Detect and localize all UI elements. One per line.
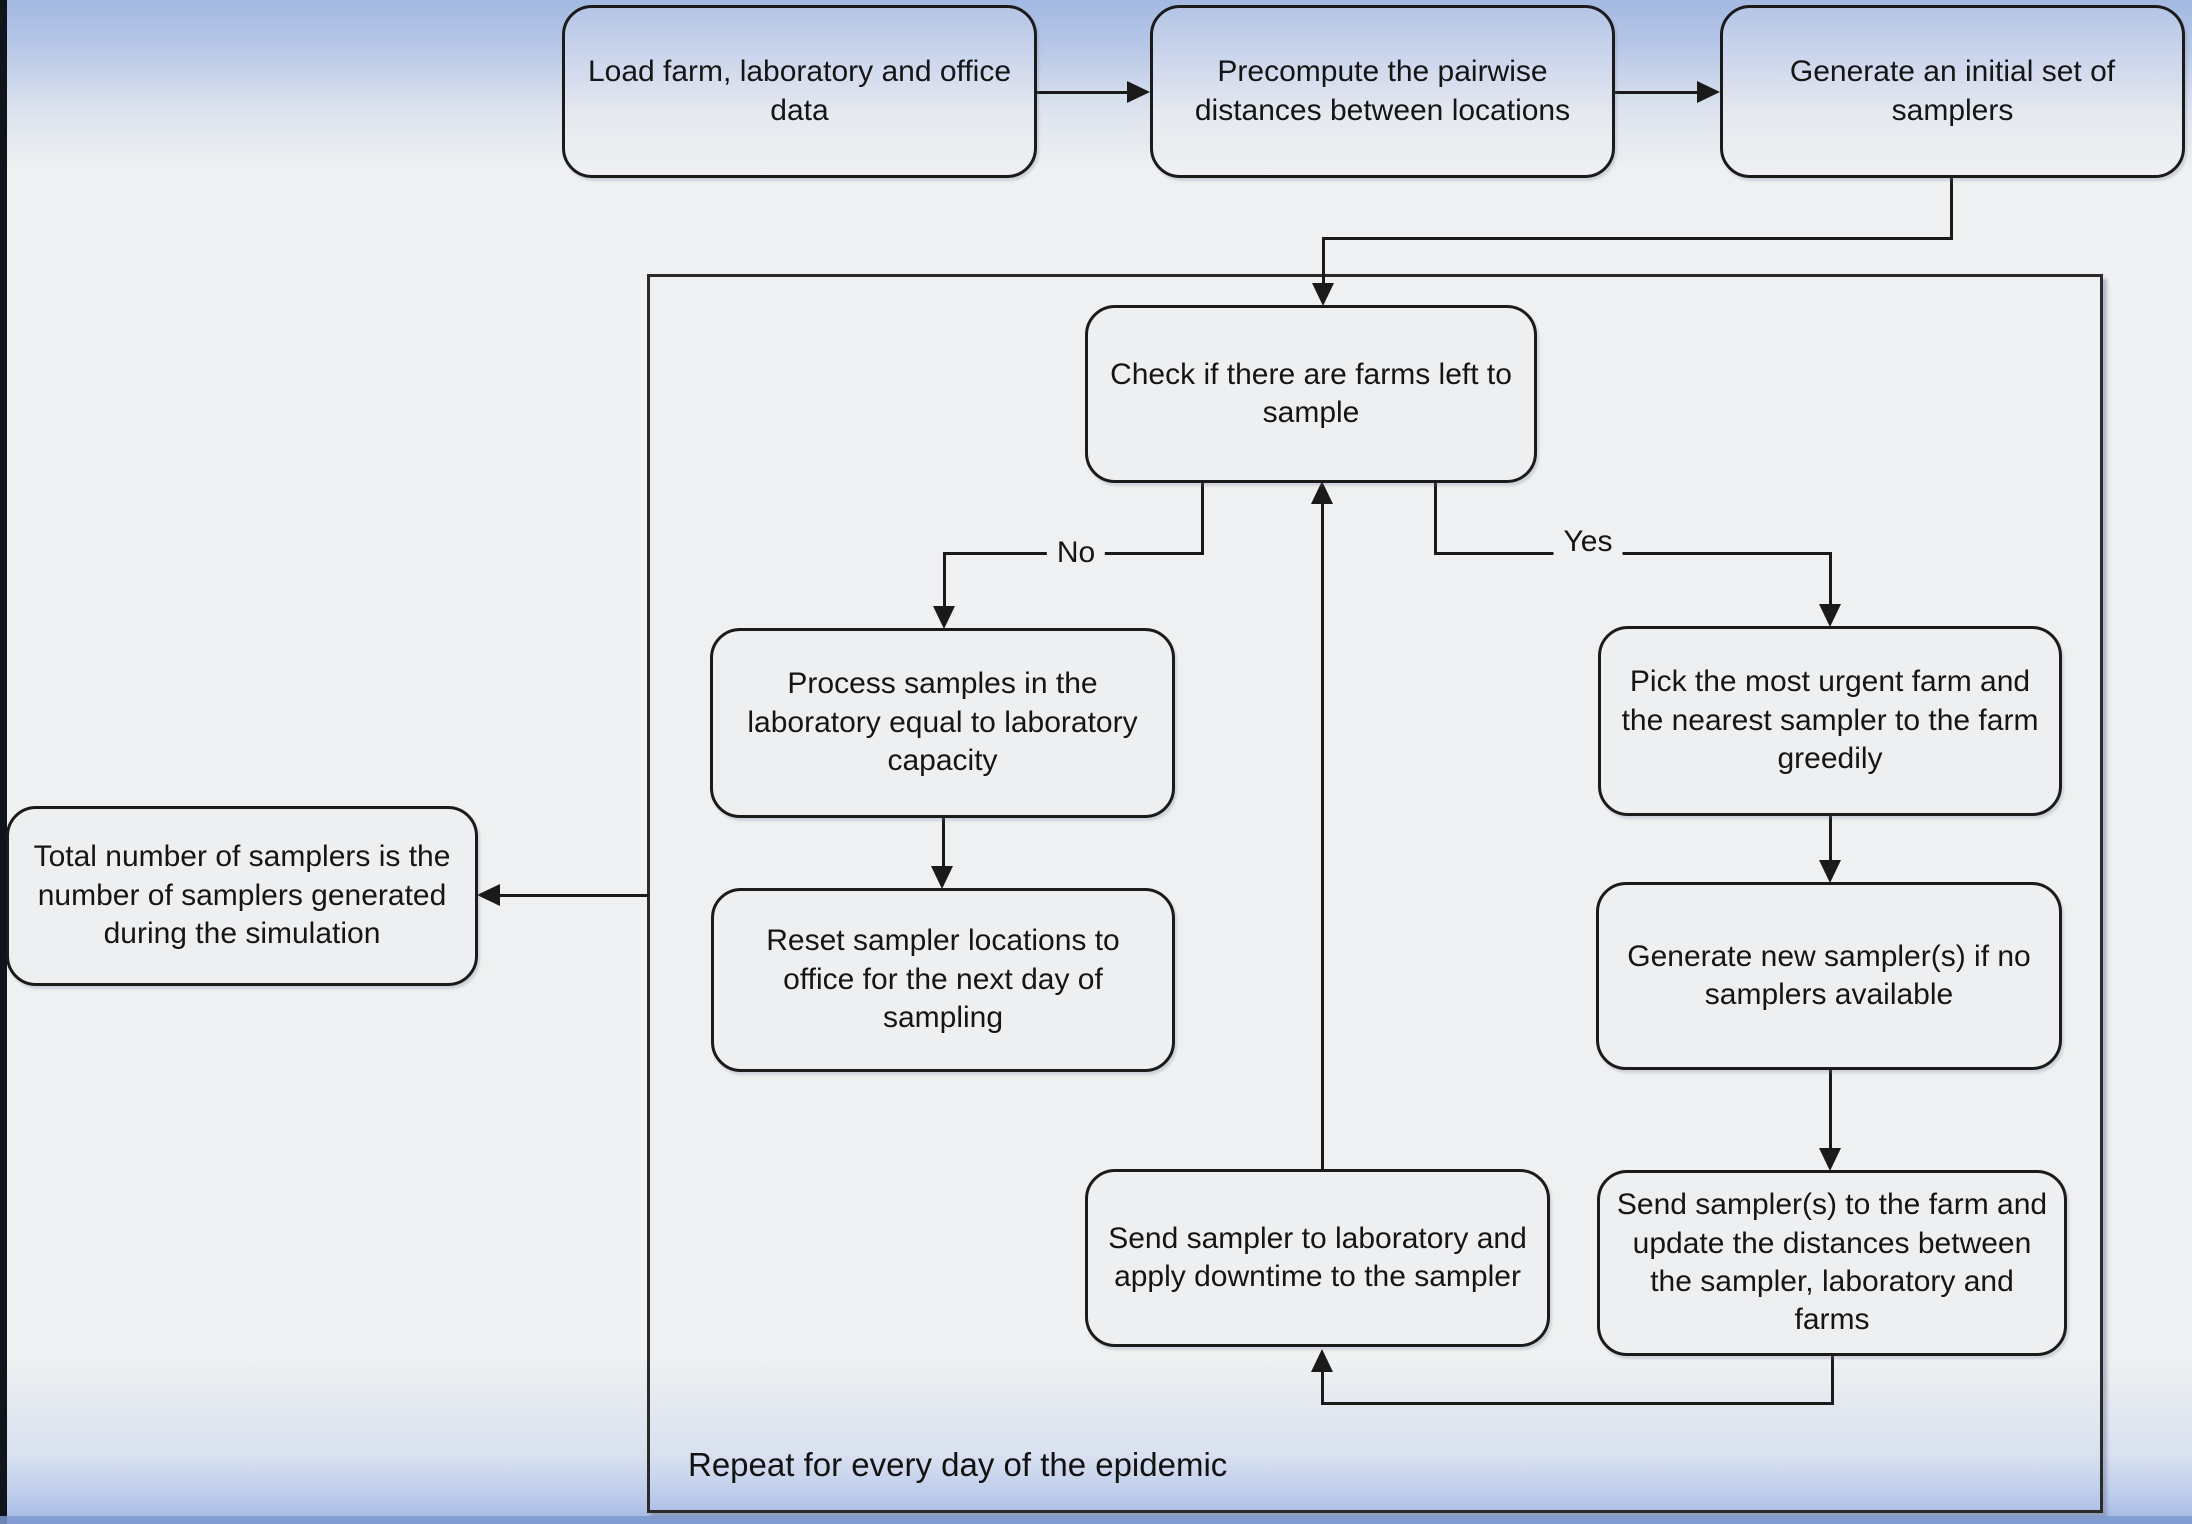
screen-left-edge <box>0 0 7 1524</box>
node-process-samples-label: Process samples in the laboratory equal … <box>747 667 1138 778</box>
arrowhead-down-icon <box>931 866 953 889</box>
node-check-farms-left: Check if there are farms left to sample <box>1085 305 1537 483</box>
node-pick-urgent-farm-label: Pick the most urgent farm and the neares… <box>1621 665 2039 776</box>
screen-bottom-edge <box>0 1516 2192 1524</box>
edge-generate-check-seg3 <box>1322 237 1325 285</box>
node-pick-urgent-farm: Pick the most urgent farm and the neares… <box>1598 626 2062 816</box>
edge-label-yes: Yes <box>1553 525 1623 559</box>
edge-generate-check-seg1 <box>1950 175 1953 240</box>
node-send-samplers-to-farm: Send sampler(s) to the farm and update t… <box>1597 1170 2067 1356</box>
edge-sendfarm-sendlab-seg1 <box>1831 1356 1834 1405</box>
arrowhead-left-icon <box>477 884 500 906</box>
arrowhead-down-icon <box>1312 283 1334 306</box>
edge-load-precompute <box>1037 91 1132 94</box>
arrowhead-down-icon <box>933 606 955 629</box>
node-precompute-distances-label: Precompute the pairwise distances betwee… <box>1194 55 1571 127</box>
arrowhead-down-icon <box>1819 604 1841 627</box>
node-process-samples: Process samples in the laboratory equal … <box>710 628 1175 818</box>
node-load-data-label: Load farm, laboratory and office data <box>587 55 1012 127</box>
node-total-samplers-label: Total number of samplers is the number o… <box>33 840 451 951</box>
edge-pick-generatenew <box>1829 814 1832 862</box>
node-check-farms-left-label: Check if there are farms left to sample <box>1110 357 1512 429</box>
arrowhead-right-icon <box>1697 81 1720 103</box>
node-generate-new-samplers: Generate new sampler(s) if no samplers a… <box>1596 882 2062 1070</box>
loop-container-box <box>647 274 2103 1513</box>
edge-label-no: No <box>1046 536 1106 570</box>
edge-sendlab-check <box>1321 504 1324 1170</box>
edge-sendfarm-sendlab-seg2 <box>1321 1402 1834 1405</box>
edge-precompute-generate <box>1615 91 1697 94</box>
edge-process-reset <box>942 818 945 868</box>
edge-yes-seg1 <box>1434 481 1437 554</box>
node-precompute-distances: Precompute the pairwise distances betwee… <box>1150 5 1615 178</box>
node-reset-sampler-locations: Reset sampler locations to office for th… <box>711 888 1175 1072</box>
edge-generatenew-sendfarm <box>1829 1070 1832 1150</box>
node-generate-initial-samplers: Generate an initial set of samplers <box>1720 5 2185 178</box>
node-reset-sampler-locations-label: Reset sampler locations to office for th… <box>766 924 1120 1035</box>
node-send-sampler-to-laboratory: Send sampler to laboratory and apply dow… <box>1085 1169 1550 1347</box>
arrowhead-down-icon <box>1819 860 1841 883</box>
node-send-samplers-to-farm-label: Send sampler(s) to the farm and update t… <box>1616 1188 2048 1337</box>
edge-loop-total <box>500 894 649 897</box>
arrowhead-down-icon <box>1819 1148 1841 1171</box>
node-load-data: Load farm, laboratory and office data <box>562 5 1037 178</box>
edge-yes-seg3 <box>1829 552 1832 606</box>
node-total-samplers: Total number of samplers is the number o… <box>6 806 478 986</box>
loop-caption: Repeat for every day of the epidemic <box>688 1446 1228 1483</box>
arrowhead-right-icon <box>1127 81 1150 103</box>
edge-yes-seg2 <box>1434 552 1832 555</box>
edge-sendfarm-sendlab-seg3 <box>1321 1371 1324 1404</box>
edge-no-seg1 <box>1201 481 1204 554</box>
edge-generate-check-seg2 <box>1322 237 1952 240</box>
edge-no-seg3 <box>943 552 946 608</box>
node-generate-initial-samplers-label: Generate an initial set of samplers <box>1789 55 2116 127</box>
arrowhead-up-icon <box>1311 1349 1333 1372</box>
node-generate-new-samplers-label: Generate new sampler(s) if no samplers a… <box>1627 939 2031 1011</box>
node-send-sampler-to-laboratory-label: Send sampler to laboratory and apply dow… <box>1108 1221 1527 1293</box>
arrowhead-up-icon <box>1311 481 1333 504</box>
